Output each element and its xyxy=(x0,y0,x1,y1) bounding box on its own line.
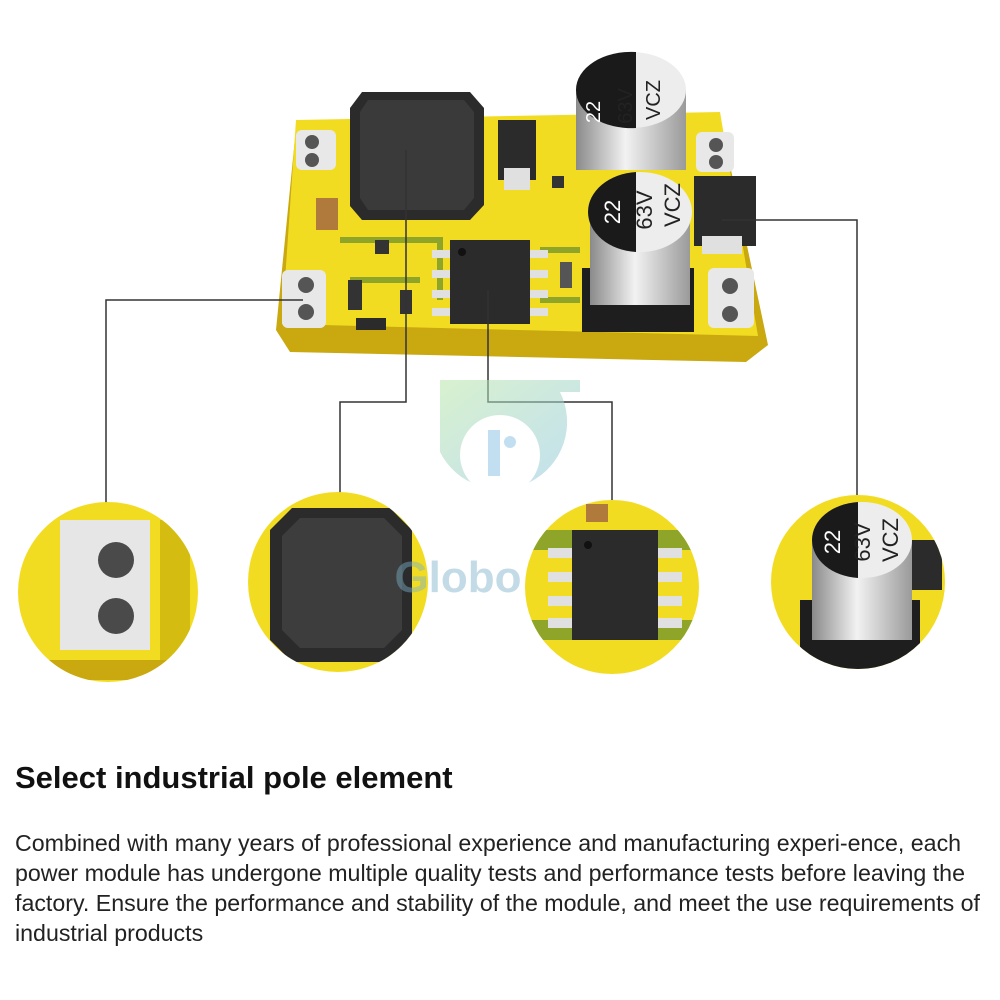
watermark-text: Globo xyxy=(394,553,521,602)
detail-circle-pads xyxy=(18,502,198,682)
detail-circle-inductor xyxy=(248,492,428,672)
section-heading: Select industrial pole element xyxy=(15,760,453,795)
capacitor-label-top: 22 xyxy=(583,101,605,123)
section-body: Combined with many years of professional… xyxy=(15,830,980,946)
detail-circle-chip xyxy=(525,500,699,674)
pcb-board xyxy=(276,51,768,362)
capacitor-front-label-top: 22 xyxy=(600,200,625,224)
detail-capacitor-label-bottom: VCZ xyxy=(878,518,903,562)
capacitor-front-label-bottom: VCZ xyxy=(660,183,685,227)
detail-circle-capacitor xyxy=(771,495,945,669)
capacitor-front-label-mid: 63V xyxy=(632,190,657,229)
capacitor-label-bottom: VCZ xyxy=(643,80,665,120)
product-illustration: 22 63V VCZ 22 63V VCZ xyxy=(18,51,945,682)
capacitor-label-mid: 63V xyxy=(615,88,637,124)
watermark-logo xyxy=(440,380,580,495)
detail-capacitor-label-top: 22 xyxy=(820,530,845,554)
detail-capacitor-label-mid: 63V xyxy=(850,522,875,561)
